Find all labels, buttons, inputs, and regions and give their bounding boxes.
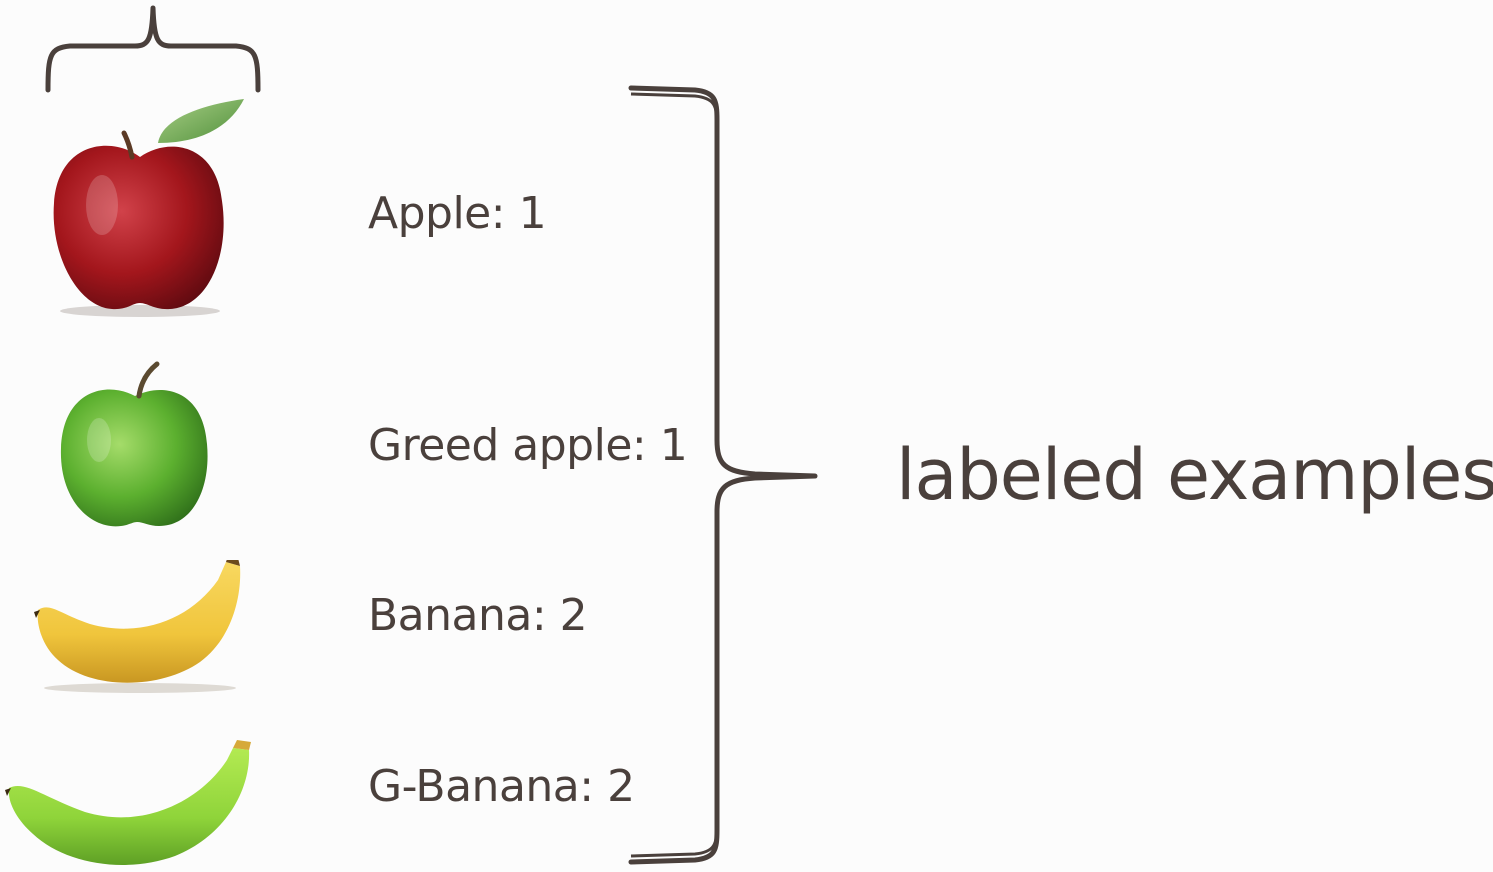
labeled-examples-label: labeled examples: [896, 434, 1493, 516]
red-apple-icon: [53, 99, 244, 317]
label-apple: Apple: 1: [368, 188, 547, 239]
right-brace-icon: [628, 85, 818, 865]
label-green-apple: Greed apple: 1: [368, 420, 688, 471]
label-banana: Banana: 2: [368, 590, 588, 641]
green-apple-icon: [60, 361, 208, 527]
green-banana-icon: [5, 740, 251, 865]
label-g-banana: G-Banana: 2: [368, 761, 635, 812]
top-brace-icon: [45, 5, 261, 93]
yellow-banana-icon: [34, 560, 241, 693]
